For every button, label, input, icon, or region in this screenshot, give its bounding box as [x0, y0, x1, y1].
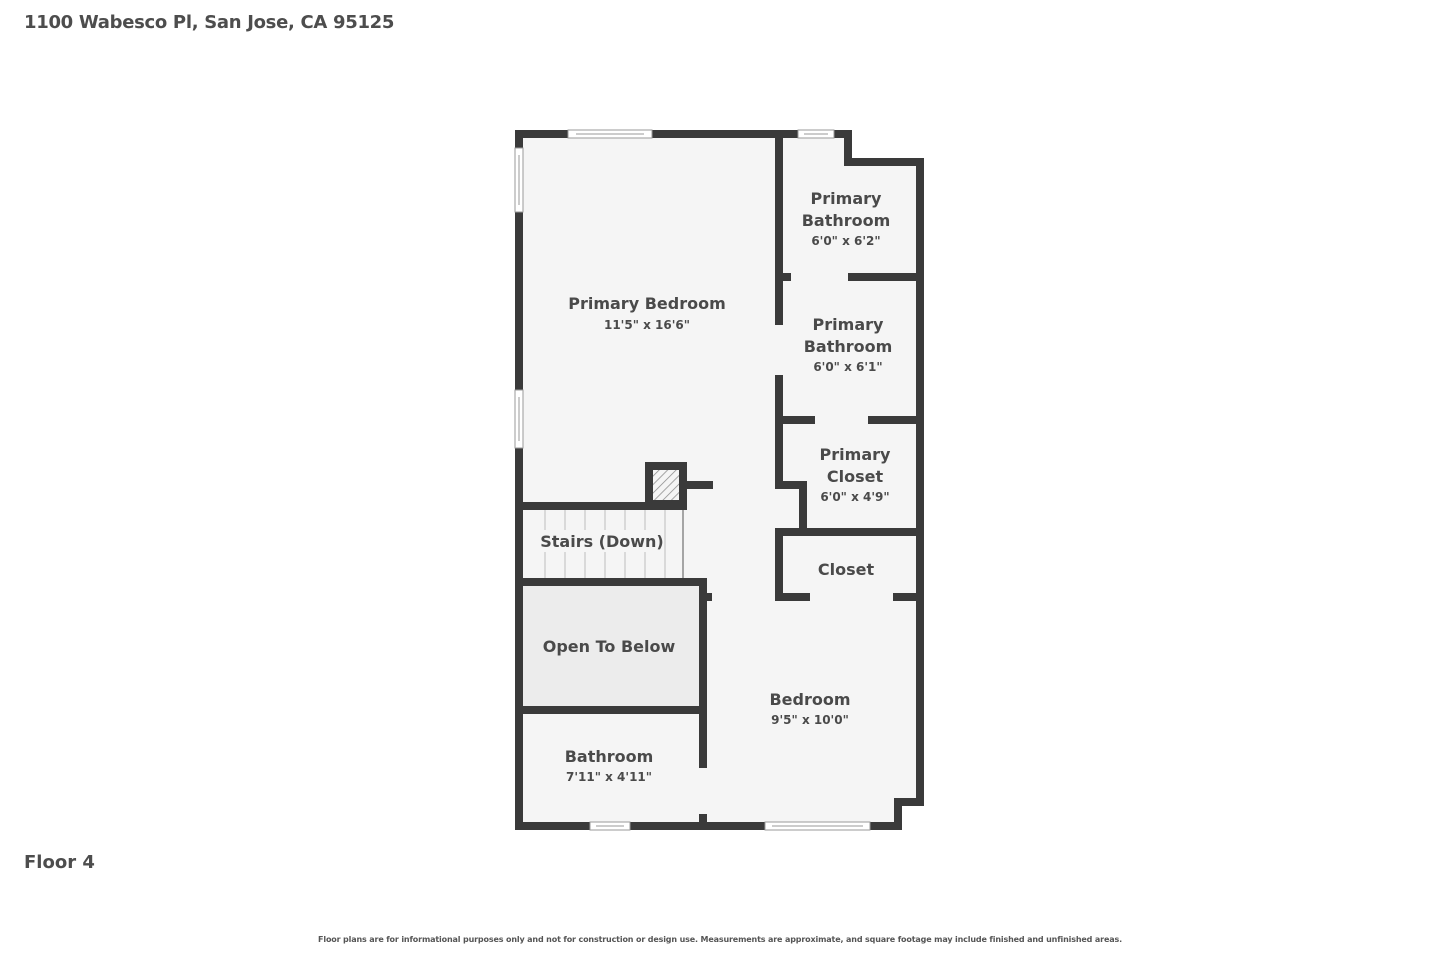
room-name-line1: Primary [811, 189, 882, 208]
room-dimensions: 9'5" x 10'0" [771, 713, 849, 727]
room-name: Open To Below [543, 637, 676, 656]
open-to-below-area [520, 586, 701, 709]
room-closet: Closet [818, 560, 875, 579]
room-primary-bedroom: Primary Bedroom 11'5" x 16'6" [568, 294, 726, 332]
room-bedroom: Bedroom 9'5" x 10'0" [769, 690, 850, 727]
room-name: Bedroom [769, 690, 850, 709]
window-top-bedroom [567, 129, 653, 139]
room-bathroom: Bathroom 7'11" x 4'11" [565, 747, 654, 784]
disclaimer: Floor plans are for informational purpos… [318, 935, 1122, 944]
room-name: Primary Bedroom [568, 294, 726, 313]
room-dimensions: 11'5" x 16'6" [604, 318, 690, 332]
room-name: Stairs (Down) [540, 532, 664, 551]
property-address: 1100 Wabesco Pl, San Jose, CA 95125 [24, 12, 395, 33]
window-bottom-bath [589, 821, 631, 831]
room-stairs: Stairs (Down) [540, 530, 664, 552]
room-dimensions: 7'11" x 4'11" [566, 770, 652, 784]
room-name: Bathroom [565, 747, 654, 766]
walls [515, 130, 924, 830]
room-name-line2: Closet [827, 467, 884, 486]
room-dimensions: 6'0" x 6'1" [813, 360, 882, 374]
room-dimensions: 6'0" x 6'2" [811, 234, 880, 248]
room-open-to-below: Open To Below [543, 637, 676, 656]
room-primary-bathroom-1: Primary Bathroom 6'0" x 6'2" [802, 189, 891, 248]
floor-label: Floor 4 [24, 852, 95, 873]
windows [514, 129, 871, 831]
room-name-line2: Bathroom [802, 211, 891, 230]
room-name-line2: Bathroom [804, 337, 893, 356]
room-name: Closet [818, 560, 875, 579]
room-dimensions: 6'0" x 4'9" [820, 490, 889, 504]
window-top-bath [797, 129, 835, 139]
room-name-line1: Primary [813, 315, 884, 334]
room-primary-closet: Primary Closet 6'0" x 4'9" [820, 445, 891, 504]
floor-fills [520, 135, 919, 825]
window-left-lower [514, 389, 524, 449]
room-name-line1: Primary [820, 445, 891, 464]
window-left-upper [514, 147, 524, 213]
chimney-hatch [651, 468, 681, 502]
window-bottom-bedroom [764, 821, 871, 831]
room-primary-bathroom-2: Primary Bathroom 6'0" x 6'1" [804, 315, 893, 374]
